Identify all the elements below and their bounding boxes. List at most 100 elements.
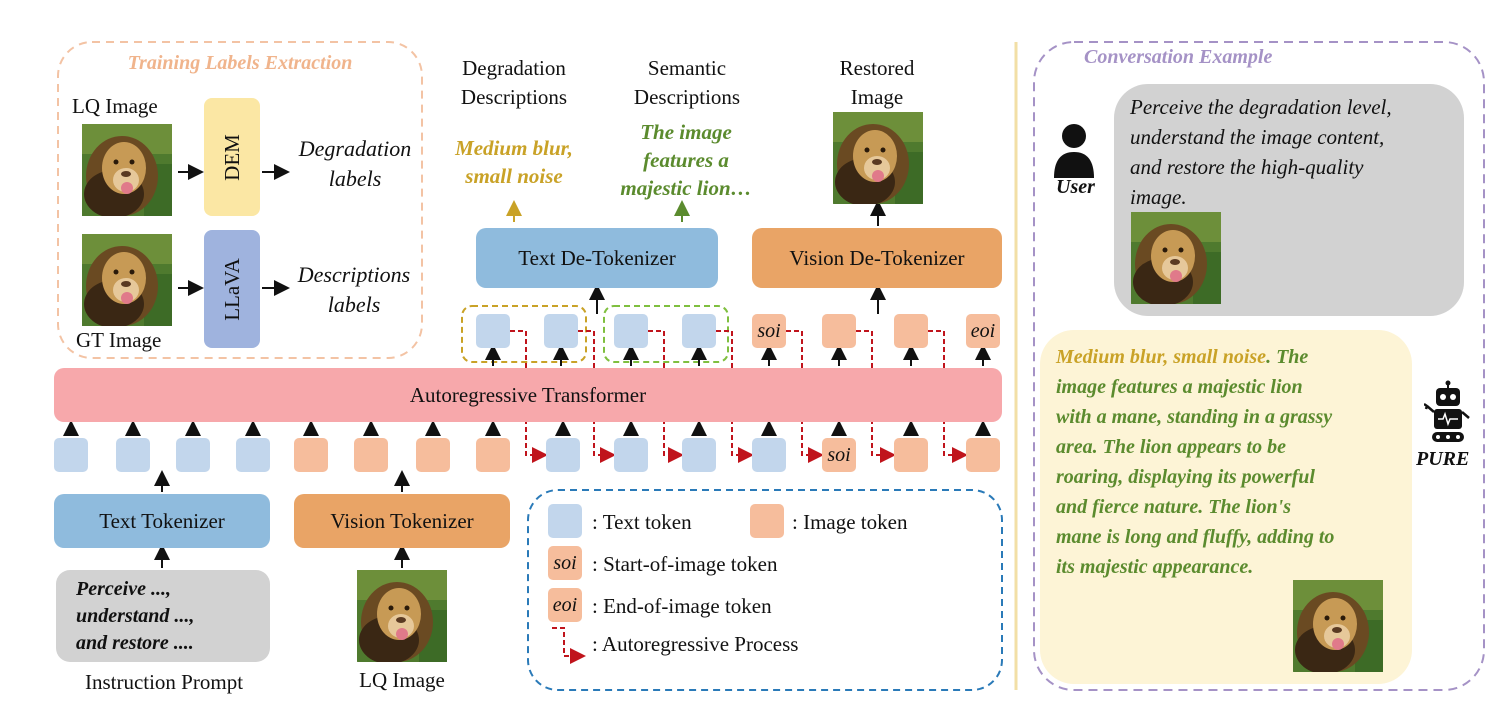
user-text-line2: understand the image content,: [1130, 125, 1385, 149]
vision-tokenizer: Vision Tokenizer: [294, 494, 510, 548]
bot-text-line8: its majestic appearance.: [1056, 556, 1254, 578]
llava-module: LLaVA: [204, 230, 260, 348]
autoregressive-arrow: [928, 330, 968, 463]
bot-text-line3: with a mane, standing in a grassy: [1056, 406, 1333, 428]
output-text-token: [682, 314, 716, 348]
autoregressive-arrow: [578, 330, 616, 463]
bot-lion-image: [1292, 580, 1384, 672]
degradation-title-line1: Degradation: [462, 56, 566, 80]
legend-image-token-swatch: [750, 504, 784, 538]
user-lion-image: [1130, 212, 1222, 304]
input-image-token: [476, 438, 510, 472]
autoregressive-transformer: Autoregressive Transformer: [54, 368, 1002, 422]
descriptions-labels-line1: Descriptions: [297, 262, 411, 287]
llava-label: LLaVA: [219, 257, 244, 321]
robot-icon: [1424, 380, 1470, 442]
output-text-token: [476, 314, 510, 348]
restored-image-title: Restored Image: [812, 54, 942, 112]
prompt-line3: and restore ....: [76, 632, 194, 654]
degradation-descriptions-title: Degradation Descriptions: [438, 54, 590, 112]
semantic-output-line1: The image: [640, 120, 732, 144]
input-lq-lion-image: [356, 570, 448, 662]
input-image-token: [416, 438, 450, 472]
input-text-token: [176, 438, 210, 472]
legend-image-token-label: : Image token: [792, 510, 908, 534]
restored-title-line2: Image: [850, 85, 904, 109]
gt-lion-image: [80, 234, 174, 326]
degradation-labels-line2: labels: [328, 166, 382, 191]
user-message-text: Perceive the degradation level, understa…: [1130, 92, 1460, 212]
legend-eoi-swatch: eoi: [548, 588, 582, 622]
input-text-token: [614, 438, 648, 472]
conversation-frame: [1033, 41, 1485, 691]
user-text-line3: and restore the high-quality: [1130, 155, 1364, 179]
semantic-descriptions-title: Semantic Descriptions: [612, 54, 762, 112]
input-text-token: [116, 438, 150, 472]
lq-image-label: LQ Image: [72, 94, 158, 118]
input-image-token: [966, 438, 1000, 472]
descriptions-labels-line2: labels: [327, 292, 381, 317]
input-soi-token: soi: [822, 438, 856, 472]
lq-lion-image: [80, 124, 174, 216]
degradation-title-line2: Descriptions: [460, 85, 568, 109]
bot-text-line1-rest: . The: [1266, 346, 1309, 368]
output-text-token: [544, 314, 578, 348]
semantic-output-line2: features a: [643, 148, 729, 172]
conversation-title: Conversation Example: [1084, 46, 1273, 68]
autoregressive-arrow: [856, 330, 896, 463]
input-text-token: [236, 438, 270, 472]
text-tokenizer: Text Tokenizer: [54, 494, 270, 548]
semantic-token-group: [603, 305, 729, 363]
user-label: User: [1056, 176, 1095, 198]
training-frame: [57, 41, 423, 359]
bot-text-line6: and fierce nature. The lion's: [1056, 496, 1292, 518]
restored-title-line1: Restored: [839, 56, 915, 80]
autoregressive-arrow: [648, 330, 684, 463]
descriptions-labels: Descriptions labels: [286, 260, 422, 320]
degradation-output-text: Medium blur, small noise: [436, 134, 592, 190]
autoregressive-arrow: [510, 330, 548, 463]
autoregressive-arrow: [716, 330, 754, 463]
semantic-output-text: The image features a majestic lion…: [604, 118, 768, 202]
dem-module: DEM: [204, 98, 260, 216]
input-lq-caption: LQ Image: [359, 668, 445, 692]
legend-ar-arrow-icon: [552, 627, 586, 664]
degradation-output-line2: small noise: [465, 164, 563, 188]
output-soi-token: soi: [752, 314, 786, 348]
bot-degradation-text: Medium blur, small noise: [1056, 346, 1267, 368]
instruction-prompt-caption: Instruction Prompt: [84, 670, 244, 694]
input-text-token: [752, 438, 786, 472]
input-text-token: [54, 438, 88, 472]
bot-text-line2: image features a majestic lion: [1056, 376, 1303, 398]
dem-label: DEM: [219, 133, 244, 181]
bot-text-line1: Medium blur, small noise. The: [1056, 342, 1410, 372]
output-image-token: [894, 314, 928, 348]
user-text-line4: image.: [1130, 185, 1187, 209]
input-image-token: [294, 438, 328, 472]
semantic-title-line1: Semantic: [647, 56, 727, 80]
degradation-labels: Degradation labels: [288, 134, 422, 194]
bot-text-line5: roaring, displaying its powerful: [1056, 466, 1315, 488]
vision-detokenizer: Vision De-Tokenizer: [752, 228, 1002, 288]
legend-soi-swatch: soi: [548, 546, 582, 580]
output-image-token: [822, 314, 856, 348]
prompt-line2: understand ...,: [76, 605, 195, 627]
user-text-line1: Perceive the degradation level,: [1130, 95, 1392, 119]
semantic-output-line3: majestic lion…: [620, 176, 752, 200]
bot-message-text: Medium blur, small noise. The image feat…: [1056, 342, 1410, 582]
legend-soi-label: : Start-of-image token: [592, 552, 778, 576]
instruction-prompt-box: Perceive ..., understand ..., and restor…: [56, 570, 270, 662]
input-image-token: [354, 438, 388, 472]
bot-label: PURE: [1416, 448, 1470, 470]
output-text-token: [614, 314, 648, 348]
legend-text-token-label: : Text token: [592, 510, 692, 534]
semantic-title-line2: Descriptions: [633, 85, 741, 109]
gt-image-label: GT Image: [76, 328, 162, 352]
bot-text-line4: area. The lion appears to be: [1056, 436, 1286, 458]
input-image-token: [894, 438, 928, 472]
legend-ar-label: : Autoregressive Process: [592, 632, 799, 656]
restored-lion-image: [832, 112, 924, 204]
bot-text-line7: mane is long and fluffy, adding to: [1056, 526, 1335, 548]
training-title: Training Labels Extraction: [127, 52, 353, 74]
